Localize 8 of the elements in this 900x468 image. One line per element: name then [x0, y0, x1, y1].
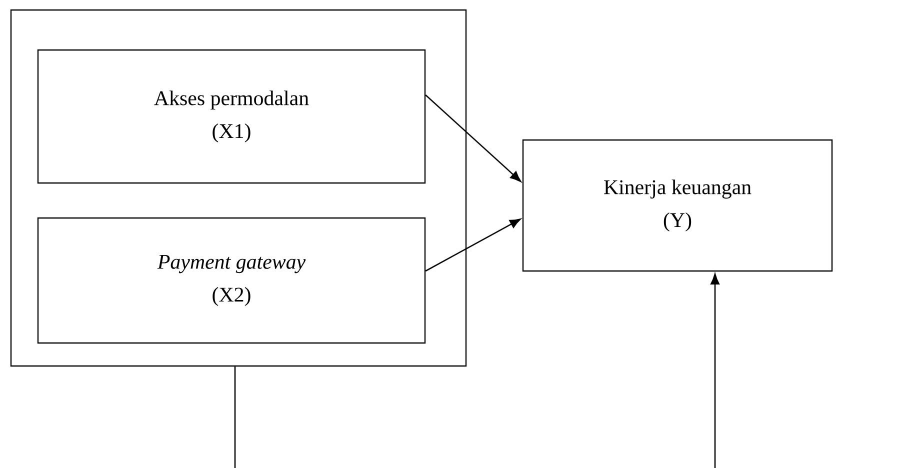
process-box: Payment gateway (X2): [37, 217, 426, 344]
arrow: [710, 274, 720, 468]
connector-line: [234, 366, 236, 468]
process-box: Akses permodalan (X1): [37, 49, 426, 184]
group-box: [10, 9, 467, 367]
process-box: Kinerja keuangan (Y): [522, 139, 833, 272]
arrow: [425, 94, 522, 182]
arrow: [425, 218, 521, 272]
